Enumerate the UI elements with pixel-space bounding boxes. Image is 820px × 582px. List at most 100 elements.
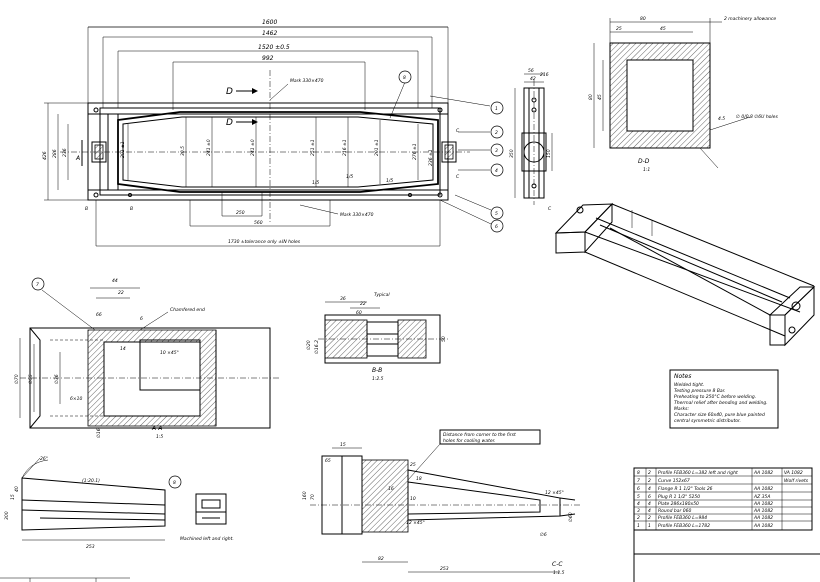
balloon-6 (490, 219, 504, 233)
notes-line-5: Character size 60x40, pure blue painted (674, 412, 765, 418)
bom-5-qty: 4 (648, 508, 651, 514)
bom-0-note: VA 1082 (784, 470, 803, 476)
notes-title: Notes (674, 373, 691, 380)
bom-7-no: 1 (637, 523, 640, 529)
dd-dim-sub2: 45 (660, 26, 666, 32)
bom-4-no: 4 (637, 501, 640, 507)
dd-dim-h2: 45 (597, 94, 603, 100)
bb-dim-d3: 22 (360, 301, 366, 307)
section-aa: 44 22 66 6 Chamfered end 14 10 ×45° ∅70 … (14, 277, 280, 440)
notes-box: Notes Welded tight. Testing pressure 8 B… (669, 369, 779, 429)
dim-left-h2: 286 (52, 149, 58, 158)
bom-3-no: 5 (637, 494, 640, 500)
balloon-6-text: 6 (495, 224, 498, 230)
cc-note-line1: Distance from corner to the first (443, 432, 516, 438)
bom-7-desc: Profile FEB360 L=1782 (658, 523, 710, 529)
section-cc: 65 15 160 70 25 12 ×45° 82 253 ∅60 10 16… (302, 429, 580, 576)
bom-3-qty: 6 (648, 494, 651, 500)
cc-dim-d3: 25 (410, 462, 416, 468)
dim-slope2: 1/5 (386, 178, 393, 184)
label-b-left: B (85, 206, 88, 212)
dim-right-v2: 236 ±1 (428, 149, 434, 166)
dim-v7: 201 ±1 (374, 139, 380, 156)
side-dim-h3: 216 (540, 72, 549, 78)
dd-top-note: 2 machinery allowance (724, 16, 776, 22)
bom-4-desc: Plate 286x180x50 (658, 501, 699, 507)
cc-note-box (439, 429, 541, 445)
part8-d3: 300 (4, 511, 10, 520)
bb-dim-d2: 60 (356, 310, 362, 316)
dim-v2: 30.5 (180, 146, 186, 156)
balloon-5 (490, 206, 504, 220)
cc-dim-d15: 12 ×45° (406, 520, 425, 526)
side-label-c: C (548, 206, 552, 212)
balloon-2 (490, 125, 504, 139)
balloon-3 (490, 143, 504, 157)
bom-2-mat: AA 1082 (753, 486, 773, 492)
cc-title: C-C (552, 561, 563, 568)
aa-dim-d11: 6×10 (70, 396, 82, 402)
section-dd: 80 2 machinery allowance 25 45 80 45 4.5… (588, 16, 778, 173)
dd-hole-note: ∅ 0/0.8 ∅6U holes (736, 114, 778, 120)
dim-bottom-total: 1730 ±tolerance only ±IN holes (228, 239, 301, 245)
bom-6-qty: 2 (648, 515, 651, 521)
aa-dim-d8: ∅55 (28, 374, 34, 384)
cc-dim-d6: 12 ×45° (545, 490, 564, 496)
aa-dim-d2: 22 (118, 290, 124, 296)
bom-7-qty: 1 (648, 523, 651, 529)
label-c-top: C (456, 128, 460, 134)
cc-note-line2: holes for cooling water. (443, 438, 496, 444)
balloons-top-view: 1 2 3 4 5 6 8 (389, 70, 504, 233)
section-d-label-bottom: D (226, 118, 233, 128)
label-c-bottom: C (456, 174, 460, 180)
balloon-1 (490, 101, 504, 115)
bom-1-no: 7 (637, 478, 640, 484)
balloon-8-text: 8 (173, 480, 176, 486)
bom-0-no: 8 (637, 470, 640, 476)
part8-angle: 26° (40, 456, 48, 462)
label-b-mid: B (130, 206, 133, 212)
notes-line-1: Testing pressure 8 Bar. (674, 388, 726, 394)
bom-6-mat: AA 1082 (753, 515, 773, 521)
part-8-view: 26° (1:20.1) 253 300 15 40 8 Machined le… (4, 456, 234, 550)
dim-v5: 251 ±1 (310, 139, 316, 156)
dd-scale: 1:1 (643, 167, 650, 173)
inner-vertical-dims: 201 ±1 30.5 241 ±0 241 ±0 251 ±1 216 ±1 … (120, 117, 434, 187)
aa-dim-d3: 66 (96, 312, 102, 318)
cc-dim-d10: ∅60 (568, 512, 574, 522)
top-view: 1600 1462 1520 ±0.5 992 D (42, 19, 504, 247)
notes-line-6: central symmetric distributor. (674, 418, 741, 424)
part8-outline (21, 477, 166, 531)
dim-overall: 1600 (262, 19, 277, 26)
bom-1-desc: Curve 152x67 (658, 478, 690, 484)
mark-bottom-label: Mark 330×470 (340, 212, 374, 218)
bb-note: Typical (374, 292, 390, 298)
dim-v6: 216 ±1 (342, 139, 348, 156)
side-dim-top2: 42 (530, 76, 536, 82)
cc-dim-d7: 82 (378, 556, 384, 562)
cc-dim-d5: 70 (310, 494, 316, 500)
cc-dim-d2: 15 (340, 442, 346, 448)
bom-6-desc: Profile FEB360 L=984 (658, 515, 707, 521)
dim-bottom2: 560 (254, 220, 263, 226)
balloon-4-text: 4 (495, 168, 498, 174)
balloon-7-text: 7 (36, 282, 39, 288)
bom-4-qty: 4 (648, 501, 651, 507)
dim-w1: 1/5 (346, 174, 353, 180)
bom-0-qty: 2 (648, 470, 651, 476)
dim-right-v: 276 ±1 (412, 143, 418, 160)
part8-d2: 253 (86, 544, 95, 550)
cc-dim-d1: 65 (325, 458, 331, 464)
bom-1-note: Wolf rivets (784, 478, 809, 484)
balloon-8 (168, 475, 182, 489)
cc-dim-d8: ∅6 (540, 532, 547, 538)
bom-5-no: 3 (637, 508, 640, 514)
inner-cavity (117, 111, 439, 193)
notes-line-3: Thermal relief after bending and welding… (674, 400, 768, 406)
dim-v1: 201 ±1 (120, 141, 126, 158)
notes-line-2: Preheating to 250°C before welding. (674, 394, 756, 400)
part8-d5: 40 (14, 486, 20, 492)
bom-table: 8 2 Profile FEB360 L=382 left and right … (0, 467, 820, 582)
dd-dim-h1: 80 (588, 94, 594, 100)
